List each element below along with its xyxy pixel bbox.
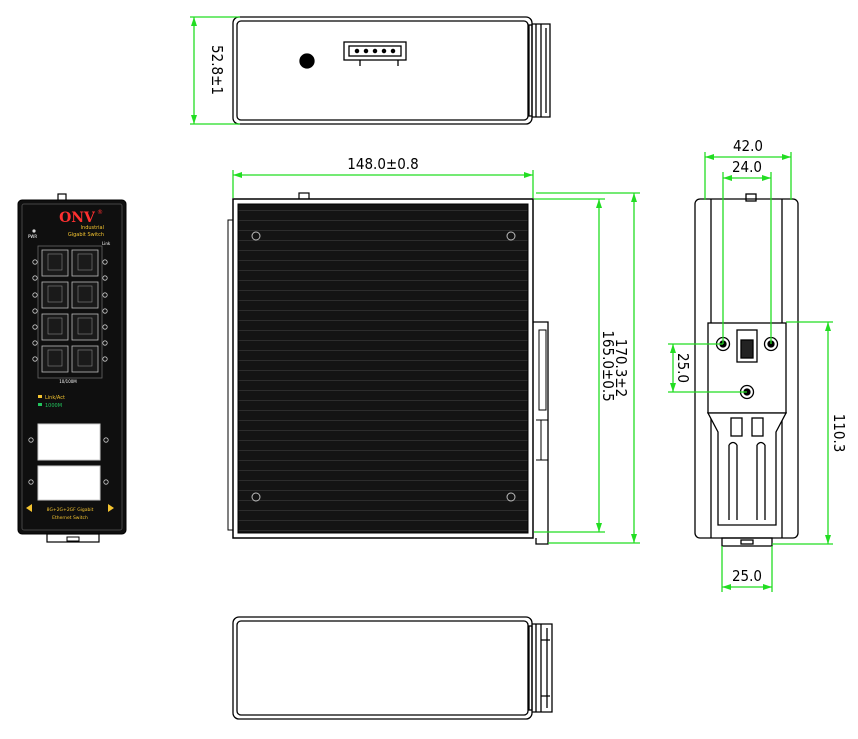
link-label: Link [102, 241, 111, 246]
rj45-port-socket [77, 253, 93, 271]
dim-side-inner-width: 24.0 [732, 158, 762, 176]
panel-screw [32, 340, 38, 346]
legend-speed: 1000M [45, 403, 62, 409]
dim-height-outer: 170.3±2 [612, 339, 630, 398]
pwr-led [32, 229, 36, 233]
legend-link-act: Link/Act [45, 395, 65, 401]
bottom-view [232, 616, 553, 720]
rj45-port [41, 313, 69, 341]
rj45-port [71, 249, 99, 277]
top-view [232, 16, 551, 125]
panel-screw [102, 356, 108, 362]
dim-side-rail-height: 110.3 [830, 414, 848, 453]
panel-screw [103, 437, 109, 443]
panel-screw [102, 292, 108, 298]
panel-screw [28, 479, 34, 485]
panel-screw [32, 356, 38, 362]
rj45-port [41, 281, 69, 309]
rj45-port [41, 345, 69, 373]
port-caption: 10/100M [59, 379, 77, 384]
pwr-label: PWR [28, 234, 37, 239]
panel-screw [102, 308, 108, 314]
panel-screw [32, 324, 38, 330]
rj45-port-socket [47, 349, 63, 367]
brand-mark: ® [97, 209, 103, 216]
dim-height-top: 52.8±1 [208, 45, 226, 95]
panel-screw [102, 324, 108, 330]
panel-screw [102, 340, 108, 346]
link-led-indicator [38, 395, 42, 398]
dim-din-clip-width: 25.0 [732, 567, 762, 585]
panel-screw [103, 479, 109, 485]
rj45-port [41, 249, 69, 277]
rj45-port-socket [77, 317, 93, 335]
panel-screw [32, 308, 38, 314]
rj45-port [71, 281, 99, 309]
panel-screw [102, 259, 108, 265]
rj45-port-socket [77, 285, 93, 303]
panel-title-line2: Gigabit Switch [68, 232, 104, 238]
sfp-slot-2 [37, 465, 101, 501]
dimension-lines [190, 16, 833, 592]
panel-screw [28, 437, 34, 443]
marker-triangle-left [26, 504, 32, 512]
sfp-slot-1 [37, 423, 101, 461]
speed-led-indicator [38, 403, 42, 406]
dim-side-outer-width: 42.0 [733, 137, 763, 155]
dim-width-front: 148.0±0.8 [347, 155, 418, 173]
rj45-port-socket [47, 253, 63, 271]
front-panel-details [26, 229, 114, 512]
panel-screw [32, 275, 38, 281]
port-area-outline [37, 245, 103, 379]
brand-logo: ONV [59, 210, 96, 226]
dim-side-hole-spacing: 25.0 [674, 353, 692, 383]
marker-triangle-right [108, 504, 114, 512]
rj45-port [71, 313, 99, 341]
side-view [694, 193, 799, 547]
dim-height-inner: 165.0±0.5 [599, 330, 617, 401]
panel-screw [32, 259, 38, 265]
model-line1: 8G+2G+2GF Gigabit [47, 507, 94, 513]
rj45-port [71, 345, 99, 373]
rj45-port-socket [77, 349, 93, 367]
rj45-port-socket [47, 285, 63, 303]
panel-screw [102, 275, 108, 281]
panel-title-line1: Industrial [81, 225, 104, 231]
main-view [227, 192, 549, 545]
rj45-port-socket [47, 317, 63, 335]
model-line2: Ethernet Switch [52, 515, 88, 521]
panel-screw [32, 292, 38, 298]
